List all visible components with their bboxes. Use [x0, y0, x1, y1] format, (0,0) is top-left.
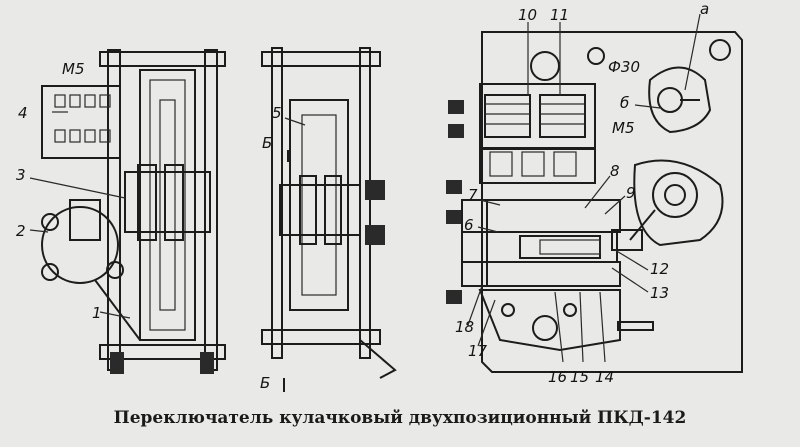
label-b-small: б: [620, 94, 629, 112]
left-view: M5 4 3 2 1: [16, 49, 226, 374]
label-14: 14: [595, 368, 614, 386]
coil-left: [484, 94, 531, 138]
label-13: 13: [650, 284, 669, 302]
coil-right: [539, 94, 586, 138]
label-5: 5: [272, 104, 282, 122]
label-2: 2: [16, 222, 26, 240]
label-15: 15: [570, 368, 589, 386]
label-m5-left: M5: [62, 60, 85, 78]
middle-view: 5 Б Б: [260, 47, 397, 392]
label-16: 16: [548, 368, 567, 386]
label-m5-right: M5: [612, 119, 635, 137]
label-11: 11: [550, 6, 569, 24]
label-b-bottom: Б: [260, 374, 270, 392]
label-4: 4: [18, 104, 28, 122]
label-a: a: [700, 0, 709, 18]
label-10: 10: [518, 6, 537, 24]
label-6: 6: [464, 216, 474, 234]
label-7: 7: [468, 186, 478, 204]
label-18: 18: [455, 318, 474, 336]
right-view: 10 11 Ф30 a б M5 7 6 8 9 12 13 18 17 16 …: [446, 0, 743, 386]
figure-caption: Переключатель кулачковый двухпозиционный…: [113, 408, 687, 428]
label-phi30: Ф30: [608, 58, 640, 76]
label-8: 8: [610, 162, 620, 180]
label-9: 9: [626, 184, 636, 202]
label-12: 12: [650, 260, 669, 278]
label-b-top: Б: [262, 134, 272, 152]
cylinder-section: [461, 199, 643, 287]
label-3: 3: [16, 166, 26, 184]
label-17: 17: [468, 342, 488, 360]
label-1: 1: [92, 304, 102, 322]
